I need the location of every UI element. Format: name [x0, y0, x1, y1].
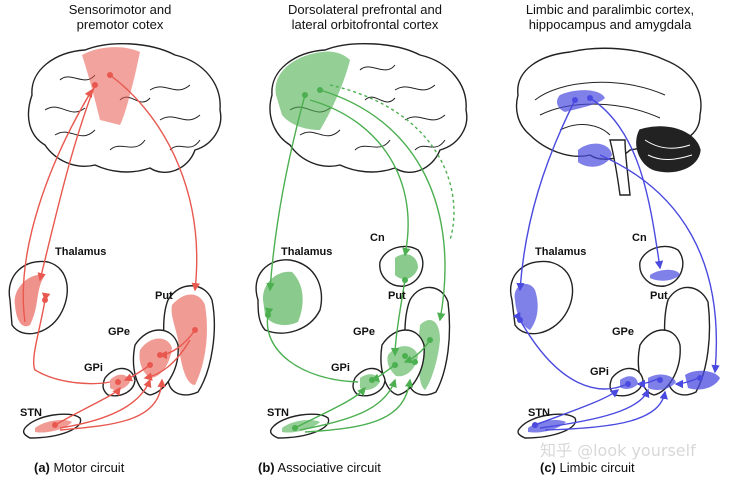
limbic-pathways — [512, 97, 720, 431]
panel-a-title-line1: Sensorimotor and — [68, 2, 172, 17]
label-stn-b: STN — [267, 407, 289, 419]
limbic-region — [557, 90, 605, 112]
panel-c-title-line2: hippocampus and amygdala — [528, 17, 692, 32]
motor-pathways — [22, 74, 200, 431]
label-thalamus-b: Thalamus — [281, 246, 333, 258]
label-gpi-a: GPi — [84, 362, 103, 374]
panel-b-title-line2: lateral orbitofrontal cortex — [291, 17, 439, 32]
label-cn-b: Cn — [370, 232, 385, 244]
panel-c-caption-letter: (c) — [540, 460, 556, 475]
panel-a-title: Sensorimotor and premotor cotex — [0, 2, 240, 32]
panel-a-caption-letter: (a) — [34, 460, 50, 475]
panel-a-motor — [8, 42, 222, 439]
label-stn-c: STN — [528, 407, 550, 419]
label-put-c: Put — [650, 290, 668, 302]
label-put-b: Put — [388, 290, 406, 302]
panel-a-caption: (a) Motor circuit — [34, 460, 124, 475]
label-stn-a: STN — [20, 407, 42, 419]
watermark: 知乎 @look yourself — [540, 441, 696, 460]
panel-b-title: Dorsolateral prefrontal and lateral orbi… — [245, 2, 485, 32]
panel-b-associative — [255, 43, 468, 439]
panel-b-caption: (b) Associative circuit — [258, 460, 381, 475]
panel-c-caption: (c) Limbic circuit — [540, 460, 635, 475]
label-gpe-a: GPe — [108, 326, 131, 338]
cerebellum — [636, 126, 701, 173]
label-gpi-b: GPi — [331, 362, 350, 374]
label-cn-c: Cn — [632, 232, 647, 244]
label-gpe-b: GPe — [353, 326, 376, 338]
label-gpe-c: GPe — [612, 326, 635, 338]
label-gpi-c: GPi — [590, 366, 609, 378]
sensorimotor-region — [82, 47, 140, 126]
associative-pathways — [265, 84, 455, 433]
label-thalamus-c: Thalamus — [535, 246, 587, 258]
label-put-a: Put — [155, 290, 173, 302]
panel-c-caption-text: Limbic circuit — [559, 460, 635, 475]
panel-c-title-line1: Limbic and paralimbic cortex, — [525, 2, 695, 17]
panel-a-title-line2: premotor cotex — [76, 17, 164, 32]
panel-b-caption-letter: (b) — [258, 460, 275, 475]
label-thalamus-a: Thalamus — [55, 246, 107, 258]
panel-b-caption-text: Associative circuit — [277, 460, 381, 475]
panel-b-title-line1: Dorsolateral prefrontal and — [288, 2, 442, 17]
panel-a-caption-text: Motor circuit — [53, 460, 125, 475]
prefrontal-region — [275, 51, 350, 130]
panel-c-limbic — [509, 47, 720, 439]
panel-c-title: Limbic and paralimbic cortex, hippocampu… — [490, 2, 730, 32]
